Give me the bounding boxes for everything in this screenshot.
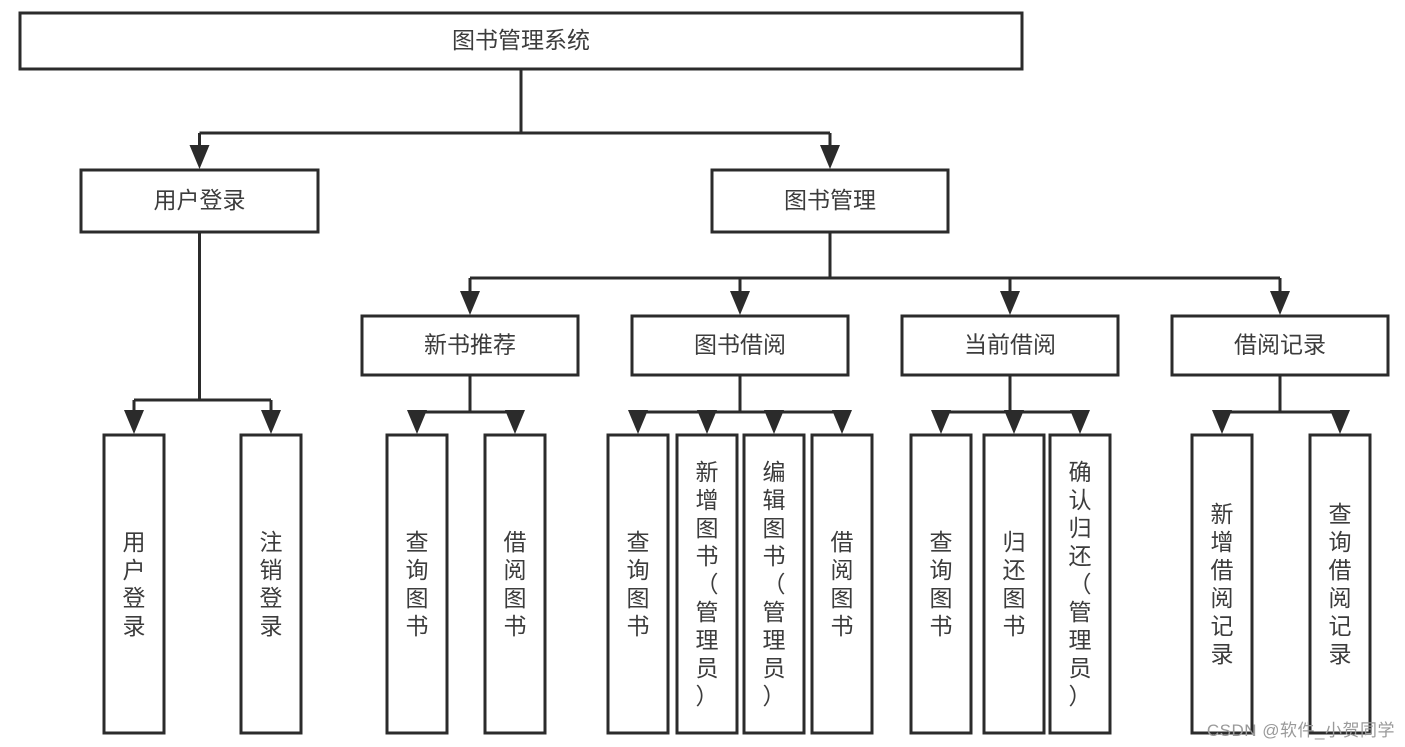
node-leaf-8[interactable] bbox=[909, 433, 973, 735]
arrow-head-icon bbox=[764, 410, 784, 434]
node-leaf-9[interactable] bbox=[982, 433, 1046, 735]
node-leaf-2[interactable] bbox=[385, 433, 449, 735]
node-leaf-3[interactable] bbox=[483, 433, 547, 735]
node-level3-2[interactable] bbox=[900, 314, 1120, 377]
node-leaf-5[interactable] bbox=[675, 433, 739, 735]
arrow-head-icon bbox=[1004, 410, 1024, 434]
arrow-head-icon bbox=[931, 410, 951, 434]
arrow-head-icon bbox=[1270, 291, 1290, 315]
arrow-head-icon bbox=[1000, 291, 1020, 315]
node-leaf-12-label: 查询借阅记录 bbox=[1329, 501, 1352, 667]
arrow-head-icon bbox=[124, 410, 144, 434]
node-layer: 图书管理系统用户登录图书管理新书推荐图书借阅当前借阅借阅记录用户登录注销登录查询… bbox=[18, 11, 1390, 735]
arrow-head-icon bbox=[820, 145, 840, 169]
node-leaf-4[interactable] bbox=[606, 433, 670, 735]
node-level3-1[interactable] bbox=[630, 314, 850, 377]
arrow-head-icon bbox=[460, 291, 480, 315]
node-leaf-1[interactable] bbox=[239, 433, 303, 735]
node-leaf-2-label: 查询图书 bbox=[406, 529, 429, 639]
arrow-head-icon bbox=[697, 410, 717, 434]
node-level2-0-label: 用户登录 bbox=[154, 187, 246, 213]
arrow-head-icon bbox=[1212, 410, 1232, 434]
node-leaf-0-label: 用户登录 bbox=[123, 529, 146, 639]
node-leaf-6-label: 编辑图书（管理员） bbox=[763, 459, 786, 709]
arrow-head-icon bbox=[628, 410, 648, 434]
node-leaf-12[interactable] bbox=[1308, 433, 1372, 735]
node-leaf-3-label: 借阅图书 bbox=[504, 529, 527, 639]
node-leaf-6[interactable] bbox=[742, 433, 806, 735]
node-level3-0[interactable] bbox=[360, 314, 580, 377]
node-leaf-7[interactable] bbox=[810, 433, 874, 735]
connector-layer bbox=[124, 69, 1350, 434]
arrow-head-icon bbox=[832, 410, 852, 434]
node-leaf-0[interactable] bbox=[102, 433, 166, 735]
node-level3-0-label: 新书推荐 bbox=[424, 332, 516, 358]
node-leaf-7-label: 借阅图书 bbox=[831, 529, 854, 639]
node-leaf-10[interactable] bbox=[1048, 433, 1112, 735]
node-leaf-8-label: 查询图书 bbox=[930, 529, 953, 639]
node-leaf-10-label: 确认归还（管理员） bbox=[1069, 459, 1092, 709]
node-root[interactable] bbox=[18, 11, 1024, 71]
node-leaf-1-label: 注销登录 bbox=[260, 529, 283, 639]
node-level3-3-label: 借阅记录 bbox=[1234, 332, 1326, 358]
node-leaf-5-label: 新增图书（管理员） bbox=[696, 459, 719, 709]
node-leaf-4-label: 查询图书 bbox=[627, 529, 650, 639]
arrow-head-icon bbox=[189, 145, 210, 169]
arrow-head-icon bbox=[407, 410, 427, 434]
node-level3-1-label: 图书借阅 bbox=[694, 332, 786, 358]
node-level2-1[interactable] bbox=[710, 168, 950, 234]
node-level2-1-label: 图书管理 bbox=[784, 187, 876, 213]
node-leaf-11-label: 新增借阅记录 bbox=[1211, 501, 1234, 667]
node-level3-3[interactable] bbox=[1170, 314, 1390, 377]
node-leaf-11[interactable] bbox=[1190, 433, 1254, 735]
arrow-head-icon bbox=[1330, 410, 1350, 434]
node-root-label: 图书管理系统 bbox=[452, 27, 590, 53]
node-level3-2-label: 当前借阅 bbox=[964, 332, 1056, 358]
node-level2-0[interactable] bbox=[79, 168, 320, 234]
arrow-head-icon bbox=[261, 410, 281, 434]
node-leaf-9-label: 归还图书 bbox=[1003, 529, 1026, 639]
arrow-head-icon bbox=[505, 410, 525, 434]
arrow-head-icon bbox=[730, 291, 750, 315]
arrow-head-icon bbox=[1070, 410, 1090, 434]
